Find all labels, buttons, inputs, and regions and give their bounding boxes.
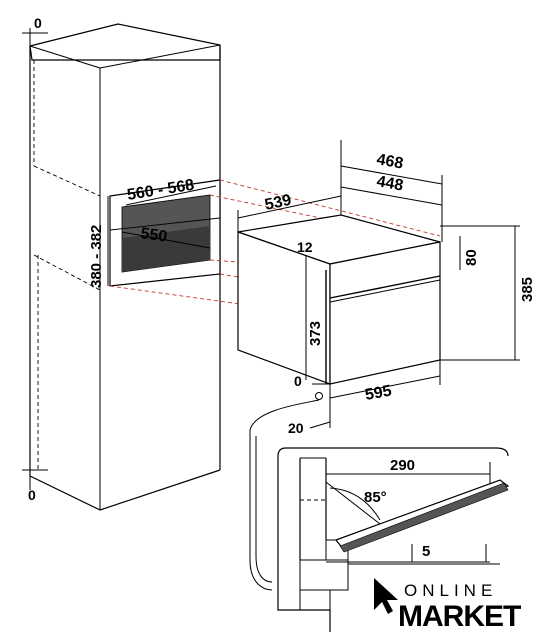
- depth-body-label: 448: [375, 173, 404, 194]
- door-length-label: 290: [390, 457, 415, 474]
- angle-arc: [329, 487, 381, 521]
- online-market-logo: ONLINE MARKET: [374, 578, 522, 633]
- cabinet-top-front-edge: [29, 45, 101, 69]
- appliance-front: [329, 241, 441, 385]
- niche-shelf-line: [109, 217, 221, 231]
- tall-cabinet: [22, 23, 221, 511]
- dimline-448: [340, 186, 443, 206]
- panel-height-label: 80: [463, 249, 480, 266]
- clearance-label: 5: [422, 543, 430, 560]
- niche-lower-shadow: [122, 226, 210, 272]
- dimline-468: [340, 165, 443, 185]
- dimline-539: [237, 195, 342, 219]
- depth-total-label: 468: [375, 151, 404, 172]
- logo-line1: ONLINE: [404, 581, 497, 600]
- width-overall-label: 539: [263, 192, 293, 214]
- dimline-niche-depth: [125, 185, 217, 206]
- body-height-label: 373: [307, 321, 324, 346]
- cursor-arrow-icon: [374, 578, 398, 614]
- appliance: [237, 140, 520, 429]
- detail-callout-line: [249, 399, 320, 591]
- logo-line2: MARKET: [398, 600, 521, 633]
- top-gap-label: 12: [297, 239, 313, 255]
- detail-marker: [315, 392, 323, 400]
- cabinet-top-back-edge: [99, 44, 221, 69]
- door-detail: [277, 447, 510, 632]
- width-front-label: 595: [364, 383, 393, 404]
- niche-height-label: 380 - 382: [88, 225, 105, 288]
- front-offset-label: 20: [288, 420, 304, 436]
- opening-angle-label: 85°: [364, 489, 387, 506]
- cabinet-bottom-edge: [99, 469, 221, 511]
- cabinet-top-offset-label: 0: [34, 15, 42, 31]
- dimline-595: [329, 375, 441, 399]
- height-total-label: 385: [519, 277, 536, 302]
- niche-width-label: 550: [139, 225, 168, 246]
- control-panel-line: [329, 275, 441, 299]
- cabinet-bottom-offset-label: 0: [28, 487, 36, 503]
- dimline-niche-width: [121, 231, 211, 249]
- bottom-offset-label: 0: [294, 373, 302, 389]
